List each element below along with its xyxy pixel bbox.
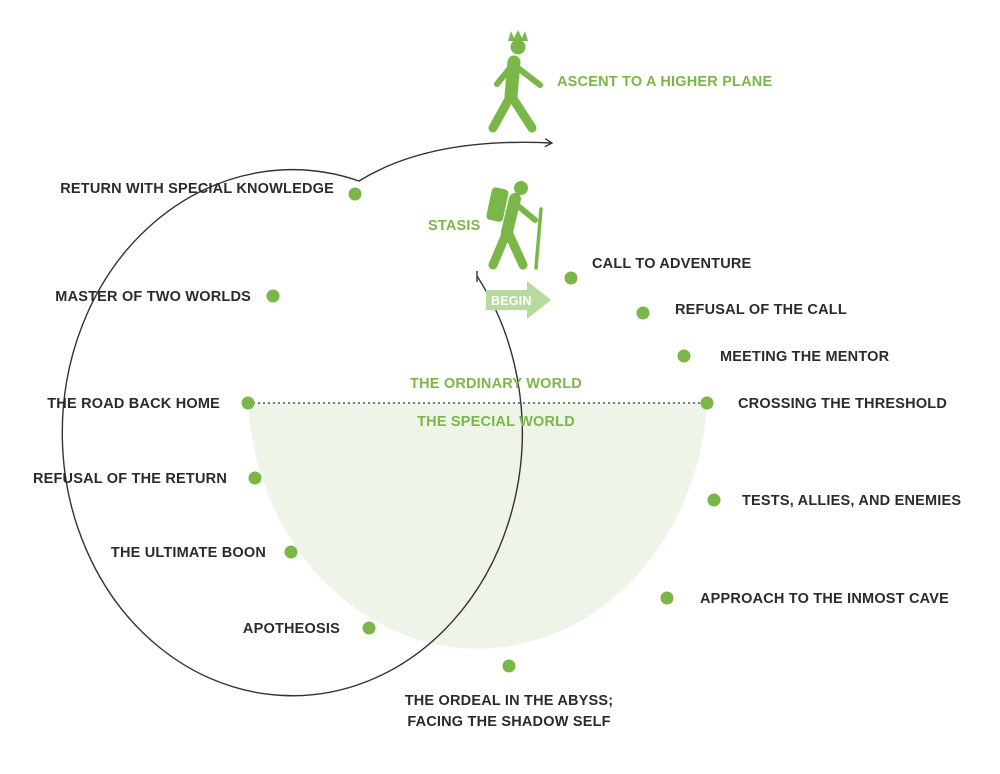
dot-master-of-two-worlds — [266, 289, 280, 303]
hiker-icon — [486, 181, 543, 270]
special-world-label: THE SPECIAL WORLD — [417, 414, 575, 430]
dot-approach-inmost-cave — [660, 591, 674, 605]
stage-label-refusal-of-the-return: REFUSAL OF THE RETURN — [33, 471, 227, 487]
dot-crossing-the-threshold — [700, 396, 714, 410]
dot-ordeal — [502, 659, 516, 673]
stage-label-return-with-knowledge: RETURN WITH SPECIAL KNOWLEDGE — [60, 181, 334, 197]
stage-label-refusal-of-the-call: REFUSAL OF THE CALL — [675, 302, 847, 318]
stage-label-road-back-home: THE ROAD BACK HOME — [47, 396, 220, 412]
dot-meeting-the-mentor — [677, 349, 691, 363]
stage-label-ordeal-line2: FACING THE SHADOW SELF — [407, 714, 610, 730]
journey-arc — [61, 138, 554, 697]
stage-label-call-to-adventure: CALL TO ADVENTURE — [592, 256, 752, 272]
stage-label-meeting-the-mentor: MEETING THE MENTOR — [720, 349, 890, 365]
stasis-label: STASIS — [428, 218, 481, 234]
stage-label-tests-allies-enemies: TESTS, ALLIES, AND ENEMIES — [742, 493, 961, 509]
dot-refusal-of-the-return — [248, 471, 262, 485]
stage-label-approach-inmost-cave: APPROACH TO THE INMOST CAVE — [700, 591, 949, 607]
dot-return-with-knowledge — [348, 187, 362, 201]
ascent-label: ASCENT TO A HIGHER PLANE — [557, 74, 772, 90]
ordinary-world-label: THE ORDINARY WORLD — [410, 376, 582, 392]
stage-dots — [241, 187, 721, 673]
dot-tests-allies-enemies — [707, 493, 721, 507]
dot-apotheosis — [362, 621, 376, 635]
dot-call-to-adventure — [564, 271, 578, 285]
dot-ultimate-boon — [284, 545, 298, 559]
begin-label: BEGIN — [491, 294, 532, 308]
stage-label-apotheosis: APOTHEOSIS — [243, 621, 340, 637]
special-world-region — [248, 403, 707, 649]
stage-label-master-of-two-worlds: MASTER OF TWO WORLDS — [55, 289, 251, 305]
stage-label-ordeal-line1: THE ORDEAL IN THE ABYSS; — [405, 693, 614, 709]
dot-refusal-of-the-call — [636, 306, 650, 320]
dot-road-back-home — [241, 396, 255, 410]
crowned-walker-icon — [488, 30, 543, 133]
begin-arrow-icon: BEGIN — [486, 281, 551, 319]
stage-label-ultimate-boon: THE ULTIMATE BOON — [111, 545, 266, 561]
stage-label-crossing-the-threshold: CROSSING THE THRESHOLD — [738, 396, 947, 412]
